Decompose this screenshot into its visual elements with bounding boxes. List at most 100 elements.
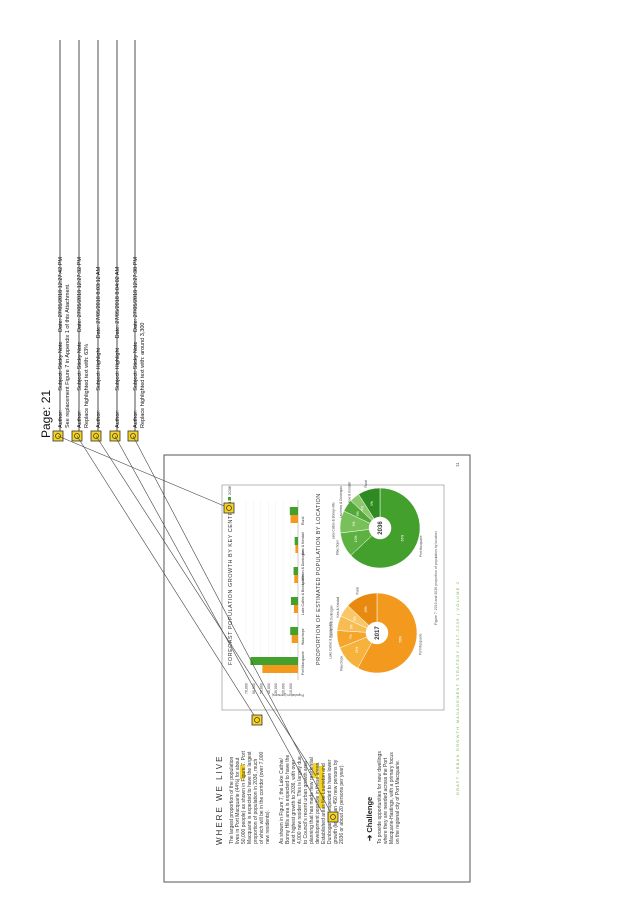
pie-value-label: 9% (352, 522, 356, 527)
pie-value-label: 6% (349, 624, 353, 629)
pie-category-label: Laurieton & Dunbogan (329, 605, 333, 637)
bar-2036-1 (290, 627, 298, 635)
page-footer: DRAFT URBAN GROWTH MANAGEMENT STRATEGY 2… (455, 581, 460, 795)
pie-category-label: Lake Cathie & Bonny Hills (329, 621, 333, 658)
paragraph-line: on the regional city of Port Macquarie. (395, 760, 401, 844)
section-title: WHERE WE LIVE (215, 755, 224, 845)
svg-text:Author: Subject: Stick: Author: Subject: Sticky Note Date: 27/05… (58, 257, 64, 428)
legend-label-2036: 2036 (227, 485, 232, 495)
comment-date: Date: 27/05/2018 12:27:38 PM (133, 257, 139, 332)
pie-value-label: 5% (353, 616, 357, 621)
y-tick-label: 10,000 (289, 683, 293, 694)
challenge-text: To provide opportunities for new dwellin… (377, 751, 401, 844)
pie-category-label: Kew & Kendall (348, 482, 352, 503)
highlight-mark (313, 763, 318, 778)
paragraph-line: 50,000 people) as shown in Figure 7. Por… (241, 751, 247, 844)
highlight-mark (240, 765, 245, 779)
legend-swatch-2036 (228, 497, 231, 500)
svg-text:Author: Subject: Stick: Author: Subject: Sticky Note Date: 27/05… (133, 257, 139, 428)
comment-4[interactable]: Author: Subject: Highlight Date: 27/05/2… (109, 266, 121, 442)
pie-category-label: Rural (356, 587, 360, 595)
bar-2017-4 (295, 545, 298, 553)
pie-value-label: 9% (370, 501, 374, 506)
paragraph-line: development possible in these areas. (315, 761, 321, 844)
comment-5[interactable]: Author: Subject: Sticky Note Date: 27/05… (127, 257, 146, 442)
svg-text:Author: Subject: Highl: Author: Subject: Highlight Date: 27/05/2… (96, 266, 102, 428)
pie-category-label: Port Macquarie (419, 535, 423, 557)
paragraph-line: 2036 or about 20 persons per year). (339, 764, 345, 844)
paragraph-line: where they are needed across the Port (383, 757, 389, 844)
pie-category-label: Wauchope (335, 540, 339, 555)
comment-author: Author: (77, 410, 83, 428)
paragraph-line: next highest growth to 2036, with over (291, 759, 297, 844)
category-label: Port Macquarie (301, 651, 305, 675)
comment-subject: Subject: Highlight (115, 347, 121, 390)
comment-date: Date: 27/05/2018 8:03:12 AM (96, 266, 102, 338)
paragraph-line: Bonny Hills area is expected to have the (285, 755, 291, 844)
comment-date: Date: 27/05/2018 8:04:02 AM (115, 266, 121, 338)
pie-category-label: Laurieton & Dunbogan (339, 486, 343, 518)
pie-center-label: 2036 (378, 521, 384, 535)
paragraph-line: of which will be in the corridor (over 7… (259, 752, 265, 844)
page-number: 11 (455, 462, 460, 467)
comment-2[interactable]: Author: Subject: Sticky Note Date: 27/05… (71, 257, 90, 442)
paragraph-line: As shown in Figure 7, the Lake Cathie/ (279, 758, 285, 844)
comment-body: Replace highlighted text with: 63% (84, 344, 90, 428)
pie-center-label: 2017 (375, 626, 381, 640)
paragraph-line: growth (less than 450 new persons by (333, 759, 339, 844)
comment-3[interactable]: Author: Subject: Highlight Date: 27/05/2… (90, 266, 102, 442)
pie-category-label: Wauchope (339, 656, 343, 671)
bar-2017-2 (293, 605, 298, 613)
bar-2017-3 (294, 575, 298, 583)
pie-section-title: PROPORTION OF ESTIMATED POPULATION BY LO… (316, 493, 322, 665)
paragraph-line: Established areas like Laurieton and (321, 763, 327, 844)
bar-2036-0 (250, 657, 298, 665)
comment-author: Author: (96, 410, 102, 428)
highlight-mark (319, 766, 324, 808)
bar-2017-1 (291, 635, 298, 643)
y-tick-label: 50,000 (259, 683, 263, 694)
page-header: Page: 21 (39, 390, 53, 438)
pie-category-label: Port Macquarie (419, 633, 423, 655)
paragraph-line: proportion of population in 2036, much (253, 758, 259, 844)
comment-subject: Subject: Sticky Note (77, 342, 83, 391)
comment-subject: Subject: Sticky Note (58, 342, 64, 391)
comment-1[interactable]: Author: Subject: Sticky Note Date: 27/05… (52, 257, 71, 442)
paragraph-2: As shown in Figure 7, the Lake Cathie/Bo… (279, 755, 345, 844)
pie-center (369, 517, 391, 539)
pie-value-label: 4% (361, 506, 365, 511)
bar-ylabel: Population (persons) (272, 693, 304, 697)
text-column: WHERE WE LIVE The largest proportion of … (215, 751, 401, 845)
comment-subject: Subject: Sticky Note (133, 342, 139, 391)
figure-caption: Figure 7: 2016 and 2036 proportion of po… (434, 531, 438, 625)
category-label: Kew & Kendall (301, 532, 305, 555)
paragraph-line: The largest proportion of the population (229, 757, 235, 844)
pie-category-label: Lake Cathie & Bonny Hills (332, 502, 336, 539)
pie-center (366, 622, 388, 644)
figure-title: FORECAST POPULATION GROWTH BY KEY CENTRE… (228, 502, 234, 665)
y-tick-label: 20,000 (282, 683, 286, 694)
paragraph-line: to Council's recent urban growth area (303, 761, 309, 844)
comment-author: Author: (58, 410, 64, 428)
comment-date: Date: 27/05/2018 12:27:42 PM (58, 257, 64, 332)
sticky-note-marker[interactable] (251, 714, 263, 726)
paragraph-line: 4,000 new residents. This is largely due (297, 756, 303, 844)
category-label: Rural (301, 516, 305, 525)
sticky-note-marker[interactable] (327, 811, 339, 823)
svg-text:Author: Subject: Stick: Author: Subject: Sticky Note Date: 27/05… (77, 257, 83, 428)
paragraph-line: planning that has made new residential (309, 757, 315, 844)
paragraph-line: To provide opportunities for new dwellin… (377, 751, 383, 844)
pie-category-label: Kew & Kendall (336, 596, 340, 617)
comment-panel: Page: 21 Author: Subject: Sticky Note Da… (39, 40, 146, 442)
bar-2036-2 (290, 597, 298, 605)
pie-category-label: Rural (364, 480, 368, 488)
arrow-icon: ➔ (365, 833, 374, 841)
paragraph-1: The largest proportion of the population… (229, 751, 271, 844)
y-tick-label: 40,000 (267, 683, 271, 694)
y-tick-label: 30,000 (274, 683, 278, 694)
sticky-note-marker[interactable] (223, 502, 235, 514)
